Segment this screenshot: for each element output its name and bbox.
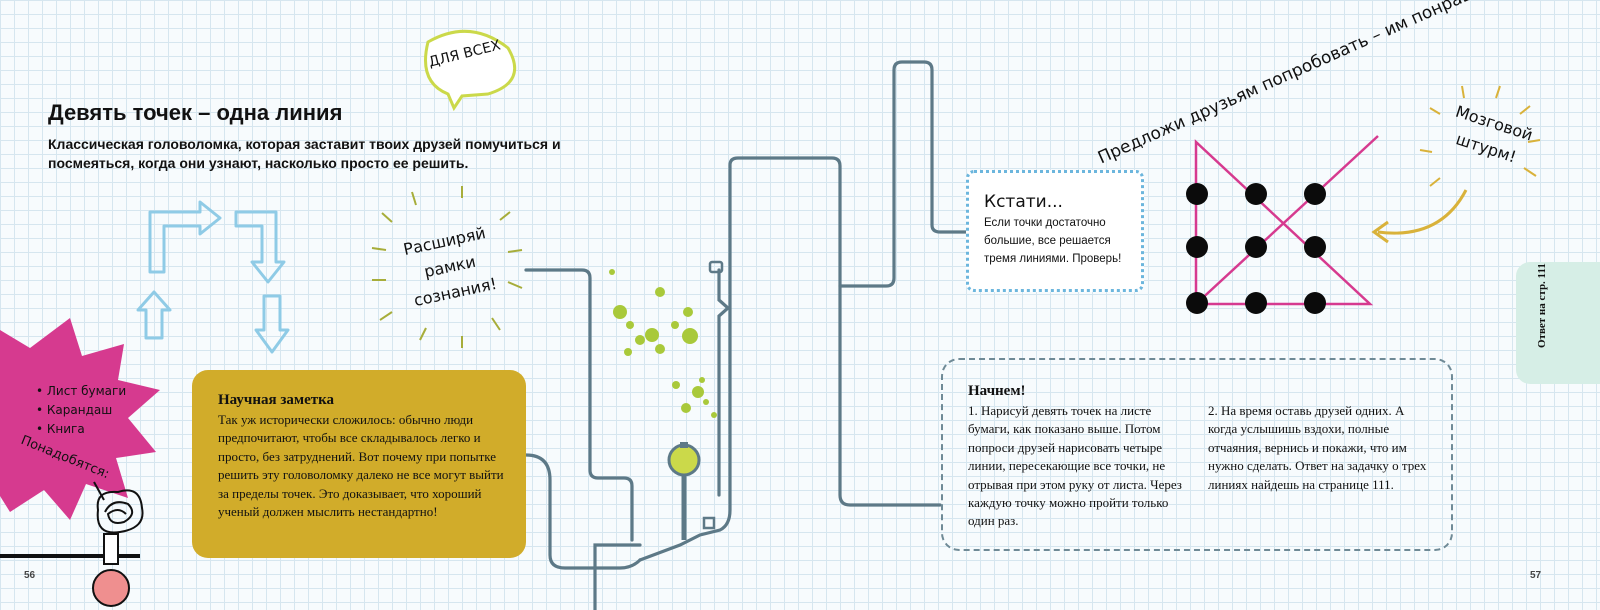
speech-bubble	[424, 29, 517, 112]
puzzle-dot	[1245, 183, 1267, 205]
needs-burst	[0, 318, 160, 520]
science-note-title: Научная заметка	[218, 392, 335, 408]
rays-brainstorm	[1419, 85, 1541, 187]
step-1: 1. Нарисуй девять точек на листе бумаги,…	[968, 403, 1182, 529]
by-the-way-title: Кстати...	[984, 192, 1063, 212]
science-note-box	[192, 370, 526, 558]
puzzle-dot	[1304, 292, 1326, 314]
puzzle-dot	[1245, 292, 1267, 314]
start-box	[941, 358, 1453, 551]
pipes	[524, 60, 968, 610]
needs-list: • Лист бумаги • Карандаш • Книга	[36, 382, 126, 439]
page-subtitle: Классическая головоломка, которая застав…	[48, 136, 561, 171]
flask-icon	[667, 260, 724, 540]
page-number-right: 57	[1530, 570, 1542, 581]
thought-cloud	[93, 481, 144, 534]
rays-decoration	[371, 186, 523, 348]
puzzle-dot	[1186, 183, 1208, 205]
answer-tab[interactable]	[1516, 262, 1600, 384]
step-2: 2. На время оставь друзей одних. А когда…	[1208, 403, 1427, 492]
splatter-dots	[609, 269, 717, 418]
arrow-icons	[136, 200, 290, 354]
puzzle-dot	[1245, 236, 1267, 258]
puzzle-dot	[1186, 236, 1208, 258]
needs-item: • Карандаш	[36, 403, 113, 417]
answer-tab-label: Ответ на стр. 111	[1536, 263, 1548, 348]
needs-item: • Лист бумаги	[36, 384, 127, 398]
by-the-way-box	[966, 170, 1144, 292]
puzzle-dot	[1186, 292, 1208, 314]
start-title: Начнем!	[968, 383, 1026, 399]
puzzle-solution-lines	[1194, 135, 1379, 306]
science-note-body: Так уж исторически сложилось: обычно люд…	[218, 412, 504, 520]
page-title: Девять точек – одна линия	[48, 100, 343, 125]
by-the-way-body: Если точки достаточно большие, все решае…	[984, 217, 1122, 265]
puzzle-dot	[1304, 236, 1326, 258]
flask-bottom-icon	[0, 533, 140, 607]
puzzle-dot	[1304, 183, 1326, 205]
page-number-left: 56	[24, 570, 36, 581]
needs-item: • Книга	[36, 422, 85, 436]
curved-arrow-icon	[1377, 189, 1468, 235]
